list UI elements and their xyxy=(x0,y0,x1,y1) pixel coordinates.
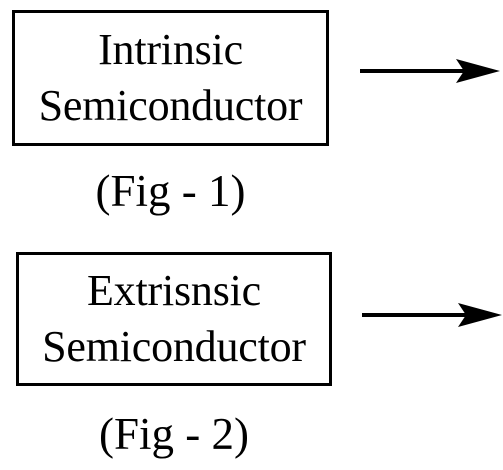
box-1-line-2: Semiconductor xyxy=(38,81,303,130)
intrinsic-semiconductor-box: Intrinsic Semiconductor xyxy=(12,10,329,146)
extrinsic-semiconductor-box: Extrisnsic Semiconductor xyxy=(16,252,332,386)
fig-2-caption: (Fig - 2) xyxy=(99,409,249,459)
fig-2-arrow-icon xyxy=(362,303,502,327)
box-2-line-1: Extrisnsic xyxy=(87,266,261,315)
fig-1-caption: (Fig - 1) xyxy=(95,166,246,216)
box-1-line-1: Intrinsic xyxy=(98,25,243,74)
box-2-line-2: Semiconductor xyxy=(42,322,306,371)
fig-1-arrow-icon xyxy=(360,59,500,83)
